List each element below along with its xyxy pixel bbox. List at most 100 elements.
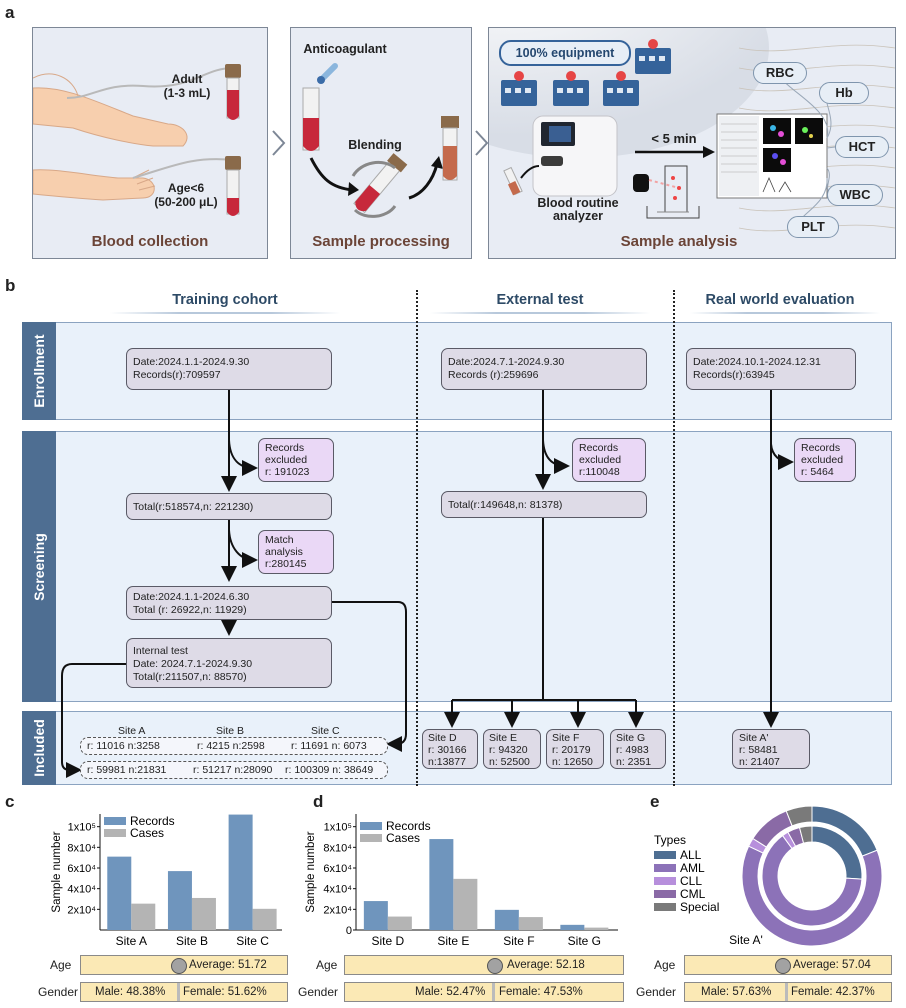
legend-swatch-records [360, 822, 382, 830]
stats-d-gender-label: Gender [298, 985, 339, 999]
header-underline [430, 312, 650, 314]
panel-label-e: e [650, 792, 660, 811]
panel-label-d: d [313, 792, 324, 811]
blood-collection-illustration [33, 64, 241, 216]
stats-d-age-bar: Average: 52.18 [344, 955, 624, 975]
bar-cases [387, 916, 412, 930]
stats-e-gender-label: Gender [636, 985, 677, 999]
y-tick-label: 1x10⁵ [68, 822, 96, 834]
y-axis-label: Sample number [305, 831, 317, 912]
outer-ring-slice-special [785, 805, 813, 827]
column-header-training: Training cohort [172, 292, 278, 308]
bar-records [560, 924, 585, 930]
y-tick-label: 6x10⁴ [323, 863, 352, 875]
y-tick-label: 4x10⁴ [323, 884, 352, 896]
legend-label-all: ALL [680, 848, 702, 862]
outer-ring-slice-aml [741, 845, 883, 947]
x-tick-label: Site E [437, 934, 469, 948]
y-tick-label: 6x10⁴ [67, 863, 96, 875]
x-tick-label: Site F [503, 934, 534, 948]
sample-analysis-title: Sample analysis [620, 233, 738, 250]
bar-cases [191, 897, 216, 930]
y-tick-label: 2x10⁴ [323, 904, 352, 916]
bar-records [228, 814, 253, 930]
stats-c-age-label: Age [50, 958, 72, 972]
legend-swatch-all [654, 851, 676, 859]
site-a-label: Site A [118, 725, 146, 737]
column-divider [416, 290, 418, 786]
legend-label-cases: Cases [130, 826, 164, 840]
external-total-box: Total(r:149648,n: 81378) [441, 491, 647, 518]
legend-label-cases: Cases [386, 831, 420, 845]
x-tick-label: Site C [236, 934, 269, 948]
inner-ring-slice-aml [761, 834, 863, 927]
sample-processing-illustration [302, 63, 459, 218]
analyzer-label-line2: analyzer [552, 209, 604, 223]
legend-swatch-special [654, 903, 676, 911]
child-volume: (50-200 μL) [154, 195, 218, 209]
flowchart-connectors [61, 390, 794, 778]
sample-processing-box: Anticoagulant Blending Sample processing [290, 27, 472, 259]
bar-records [363, 901, 388, 930]
hb-pill: Hb [819, 82, 869, 104]
legend-swatch-aml [654, 864, 676, 872]
legend-label-special: Special [680, 900, 719, 914]
column-divider [673, 290, 675, 786]
blood-collection-box: Adult (1-3 mL) Age<6 (50-200 μL) Blood c… [32, 27, 268, 259]
enrollment-label: Enrollment [22, 322, 56, 420]
bar-cases [518, 917, 543, 930]
chevron-right-icon [475, 130, 489, 156]
time-label: < 5 min [651, 131, 697, 146]
legend-swatch-records [104, 817, 126, 825]
bar-cases [252, 908, 277, 930]
chevron-right-icon [272, 130, 286, 156]
header-underline [110, 312, 340, 314]
y-tick-label: 1x10⁵ [324, 822, 352, 834]
panel-label-b: b [5, 276, 16, 295]
blood-collection-title: Blood collection [91, 233, 209, 250]
adult-label: Adult [171, 72, 203, 86]
y-tick-label: 8x10⁴ [67, 842, 96, 854]
x-tick-label: Site B [176, 934, 208, 948]
legend-label-aml: AML [680, 861, 705, 875]
x-tick-label: Site A [116, 934, 147, 948]
legend-swatch-cml [654, 890, 676, 898]
panel-label-a: a [5, 3, 15, 22]
age-marker-icon [487, 958, 503, 974]
training-total-box: Total(r:518574,n: 221230) [126, 493, 332, 520]
blending-label: Blending [348, 138, 402, 152]
equipment-pill: 100% equipment [499, 40, 631, 66]
bar-cases [131, 903, 156, 930]
legend-label-cll: CLL [680, 874, 702, 888]
stats-e-gender-bar: Male: 57.63% Female: 42.37% [684, 982, 892, 1002]
bar-records [107, 856, 132, 930]
column-header-realworld: Real world evaluation [705, 292, 855, 308]
panel-label-c: c [5, 792, 15, 811]
site-c-label: Site C [311, 725, 340, 737]
stats-c-gender-bar: Male: 48.38% Female: 51.62% [80, 982, 288, 1002]
stats-d-age-label: Age [316, 958, 338, 972]
training-sites-internal-row: r: 59981 n:21831 r: 51217 n:28090 r: 100… [80, 761, 388, 779]
column-header-external: External test [496, 292, 584, 308]
x-tick-label: Site D [372, 934, 405, 948]
child-label: Age<6 [167, 181, 205, 195]
y-tick-label: 8x10⁴ [323, 842, 352, 854]
hct-pill: HCT [835, 136, 889, 158]
stats-e-age-label: Age [654, 958, 676, 972]
plt-pill: PLT [787, 216, 839, 238]
